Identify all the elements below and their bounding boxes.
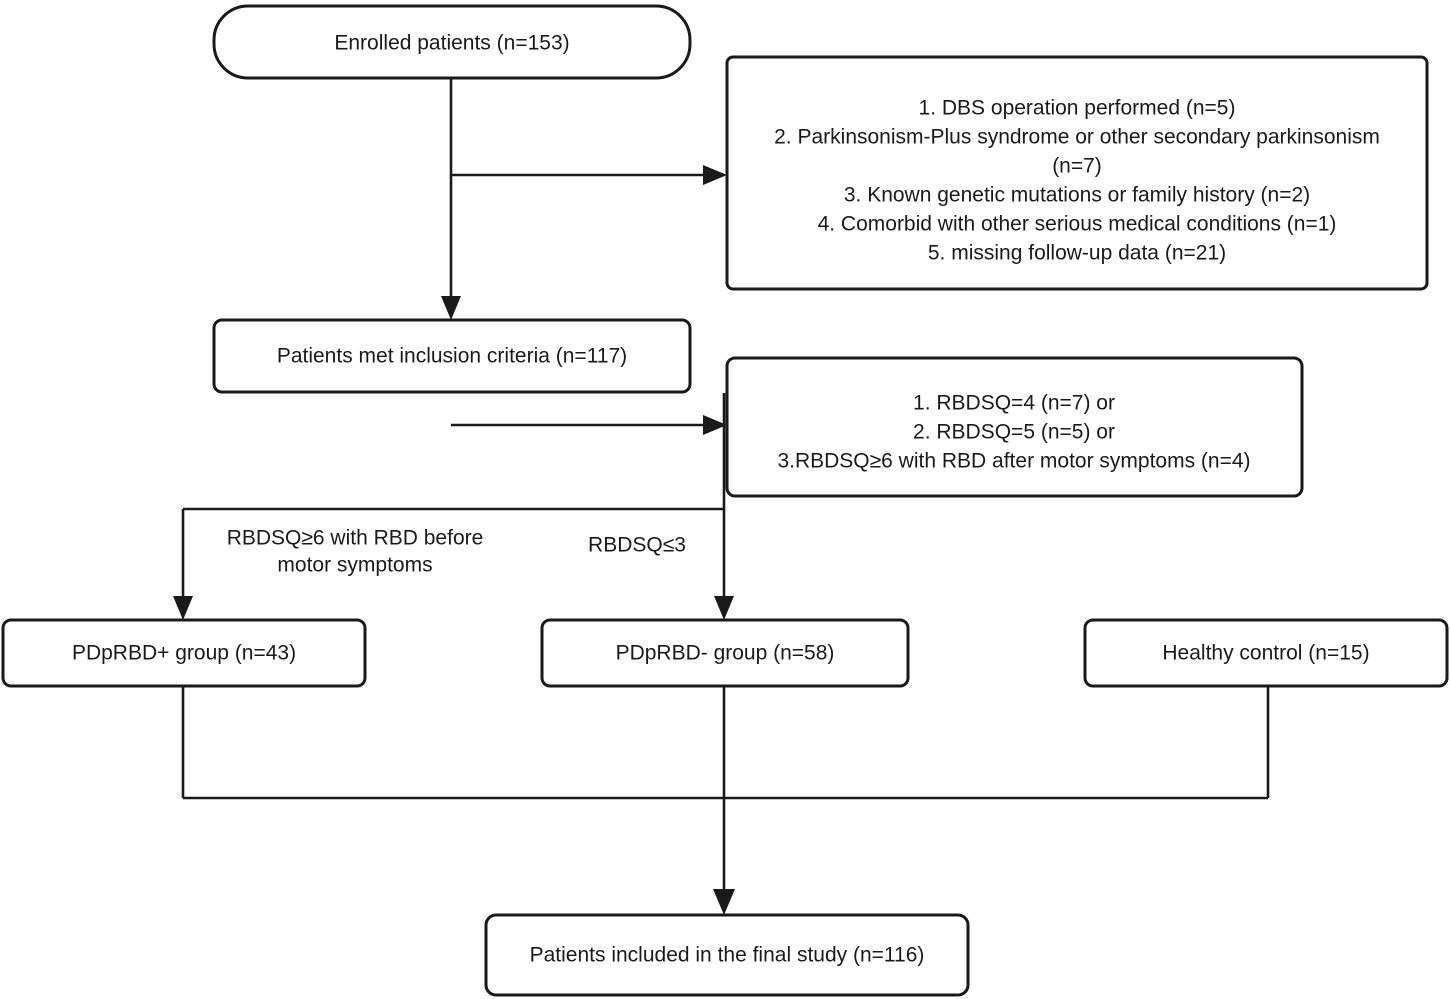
arrowhead-to-pdprbd-neg [714,596,734,620]
edge-label-right-branch: RBDSQ≤3 [588,534,686,557]
edge-label-left-branch-line-1: RBDSQ≥6 with RBD before [227,527,484,550]
node-pdprbd-positive-group [1,618,367,688]
arrowhead-to-final-study [713,889,735,915]
node-rbdsq-exclusions-line-3: 3.RBDSQ≥6 with RBD after motor symptoms … [777,450,1250,473]
node-rbdsq-exclusions-line-2: 2. RBDSQ=5 (n=5) or [913,421,1115,444]
node-initial-exclusions-line-2: 2. Parkinsonism-Plus syndrome or other s… [774,126,1380,149]
node-healthy-control-label: Healthy control (n=15) [1162,642,1369,665]
node-inclusion-criteria-label: Patients met inclusion criteria (n=117) [277,345,627,368]
node-pdprbd-positive-group-label: PDpRBD+ group (n=43) [72,642,296,665]
node-initial-exclusions-line-5: 4. Comorbid with other serious medical c… [818,213,1337,236]
node-healthy-control [1083,618,1449,688]
node-rbdsq-exclusions [725,356,1304,498]
node-initial-exclusions-line-3: (n=7) [1052,155,1102,178]
node-final-study [484,913,970,997]
node-initial-exclusions-line-4: 3. Known genetic mutations or family his… [844,184,1310,207]
arrowhead-to-inclusion [441,296,461,320]
arrowhead-to-pdprbd-pos [173,596,193,620]
arrowhead-to-rbdsq-exclusions [703,415,727,435]
node-final-study-label: Patients included in the final study (n=… [530,944,925,967]
node-enrolled-patients [212,4,692,80]
node-pdprbd-negative-group [540,618,910,688]
node-enrolled-patients-label: Enrolled patients (n=153) [334,32,569,55]
node-initial-exclusions [725,55,1429,291]
node-initial-exclusions-line-6: 5. missing follow-up data (n=21) [928,242,1226,265]
node-inclusion-criteria [212,318,692,394]
edge-label-left-branch-line-2: motor symptoms [277,554,432,577]
node-initial-exclusions-line-1: 1. DBS operation performed (n=5) [919,97,1236,120]
node-rbdsq-exclusions-line-1: 1. RBDSQ=4 (n=7) or [913,392,1115,415]
arrowhead-to-initial-exclusions [703,165,727,185]
node-pdprbd-negative-group-label: PDpRBD- group (n=58) [616,642,835,665]
